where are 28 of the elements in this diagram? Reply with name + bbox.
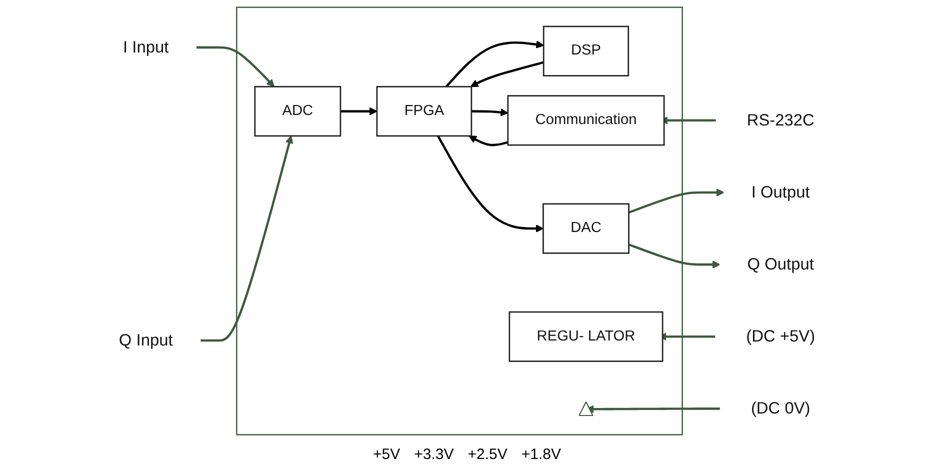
arrow [196,46,275,88]
node-box: Communication [507,95,665,146]
node-text: Q Output [747,254,814,274]
voltage-label: +2.5V [468,446,508,463]
node-box: REGU- LATOR [508,311,664,362]
node-text: (DC 0V) [750,399,810,418]
arrow [471,108,508,116]
arrow [436,135,544,233]
voltage-label: +3.3V [414,446,454,463]
arrow [628,243,720,269]
node-text: (DC +5V) [746,327,816,346]
arrow [628,188,724,214]
node-text: Q Input [118,330,173,350]
arrow [468,136,508,146]
node-box: FPGA [376,86,472,137]
node-box: DSP [542,26,630,76]
node-box: ADC [254,86,342,137]
node-text: I Output [751,182,810,202]
arrow [470,61,544,88]
voltage-label: +1.8V [521,446,561,463]
arrow [200,136,294,342]
arrow [340,107,378,116]
cluster [236,6,683,436]
node-box: DAC [542,203,630,254]
node-text: RS-232C [746,110,814,130]
node-text: I Input [123,38,169,56]
arrow [445,40,544,88]
voltage-label: +5V [373,446,400,463]
